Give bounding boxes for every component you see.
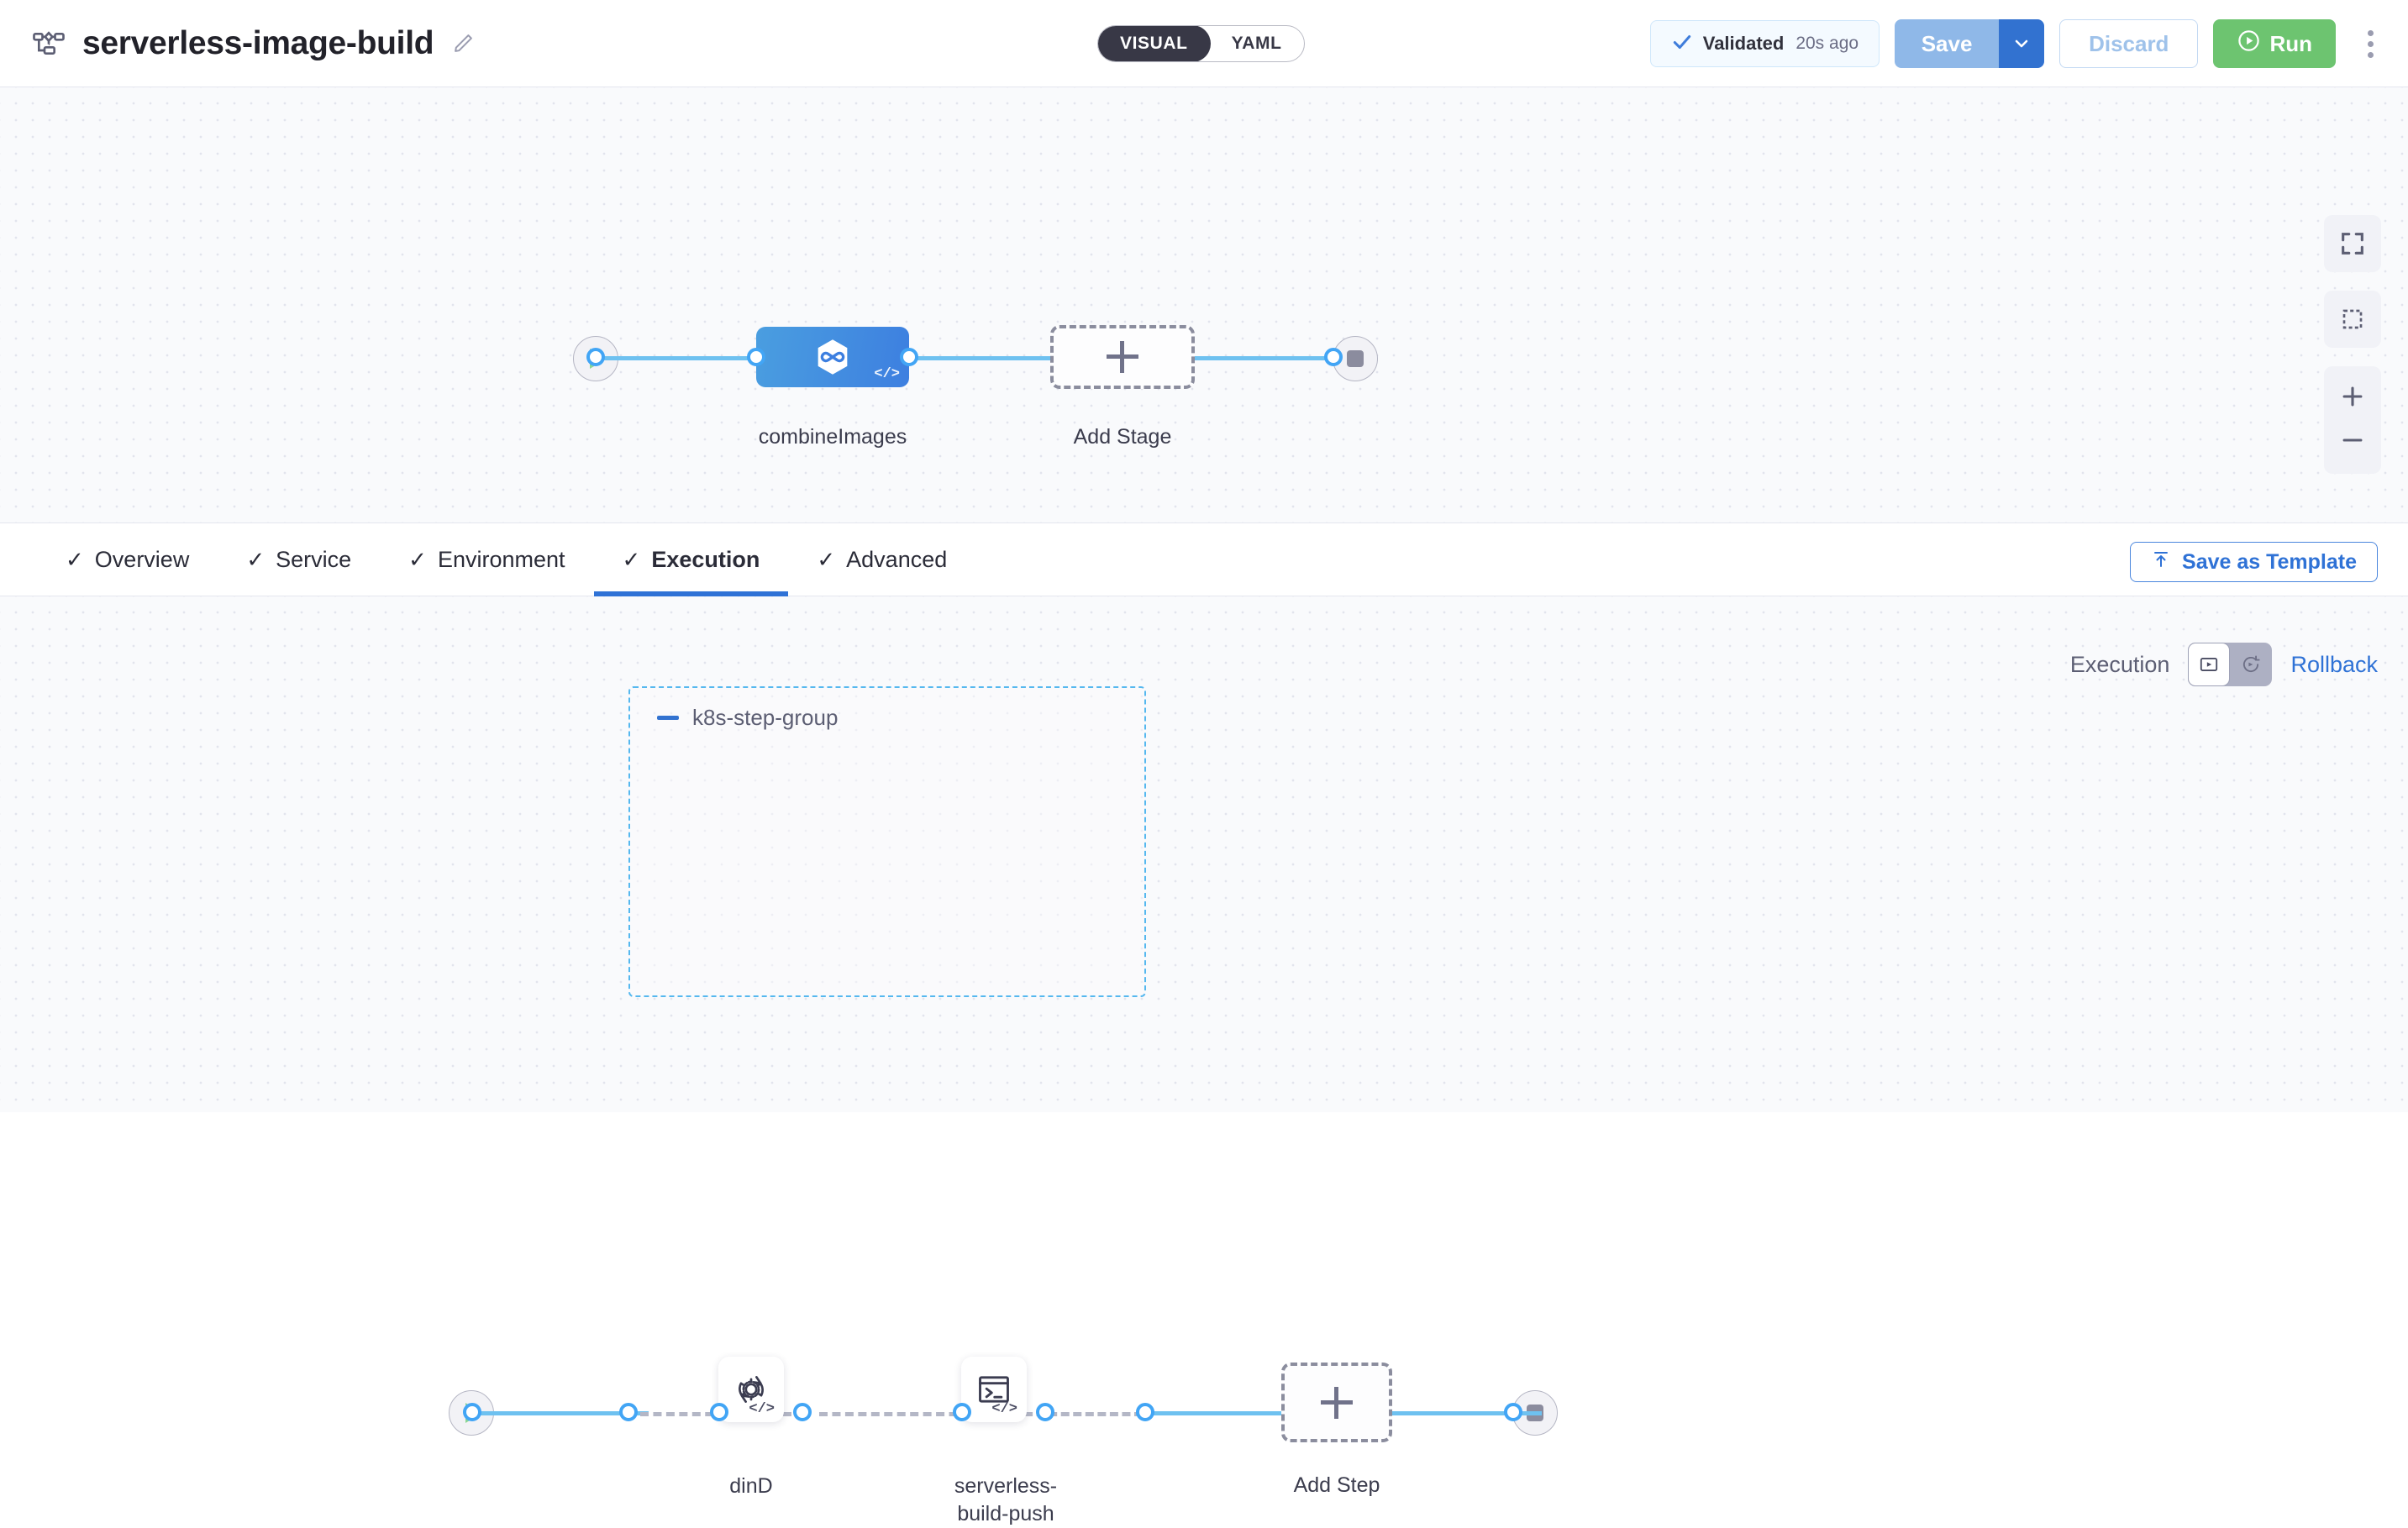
step-group-title: k8s-step-group [692,705,839,730]
header-left: serverless-image-build [0,25,477,62]
end-input-port[interactable] [1324,348,1343,366]
edge-group-to-add-step [1136,1411,1283,1415]
edge-dind-to-serverless [819,1412,970,1416]
run-button[interactable]: Run [2213,19,2336,68]
save-button-group[interactable]: Save [1895,19,2045,68]
stage-output-port[interactable] [900,348,918,366]
toggle-option-yaml[interactable]: YAML [1231,34,1282,53]
check-icon: ✓ [408,547,427,572]
marquee-select-icon[interactable] [2324,291,2381,348]
step-label-line1: serverless- [954,1474,1058,1498]
header-actions: Validated 20s ago Save Discard Run [1649,0,2390,87]
plus-icon [1107,341,1138,373]
plus-icon [1321,1386,1353,1419]
tab-environment[interactable]: ✓ Environment [380,522,593,596]
add-stage-node[interactable] [1050,325,1195,389]
toggle-rollback[interactable] [2230,643,2272,686]
validated-label: Validated [1702,33,1785,54]
stage-tab-bar: ✓ Overview ✓ Service ✓ Environment ✓ Exe… [0,522,2408,596]
step-label-serverless-build-push: serverless- build-push [912,1473,1099,1528]
status-badge-validated: Validated 20s ago [1649,20,1880,67]
tab-label: Advanced [846,546,948,572]
discard-button[interactable]: Discard [2059,19,2199,68]
step-start-output-port[interactable] [463,1403,481,1421]
stage-canvas-controls [2324,215,2381,474]
visual-yaml-toggle[interactable]: VISUAL YAML [1097,25,1305,62]
run-label: Run [2269,30,2312,56]
check-icon: ✓ [246,547,266,572]
pencil-edit-icon[interactable] [449,29,477,58]
toggle-execution[interactable] [2188,643,2231,686]
stop-end-icon [1347,350,1364,367]
step-label-line2: build-push [957,1502,1054,1525]
step-group-k8s[interactable]: k8s-step-group [628,686,1146,997]
stage-canvas[interactable]: </> combineImages Add Stage [0,87,2408,522]
execution-label: Execution [2069,651,2170,677]
edge-add-to-end [1193,356,1336,360]
tab-list: ✓ Overview ✓ Service ✓ Environment ✓ Exe… [0,522,975,596]
edge-stage-to-add [907,356,1054,360]
edge-start-to-stage [598,356,758,360]
step-label-dind: dinD [729,1474,773,1498]
fit-screen-icon[interactable] [2324,215,2381,272]
zoom-out-icon[interactable] [2338,426,2367,459]
rollback-circular-arrow-icon [2243,655,2261,672]
tab-advanced[interactable]: ✓ Advanced [788,522,975,596]
ci-hexagon-infinity-icon [818,339,848,375]
save-as-template-button[interactable]: Save as Template [2130,542,2378,582]
tab-label: Environment [437,546,565,572]
tab-execution[interactable]: ✓ Execution [593,522,789,596]
zoom-in-icon[interactable] [2338,382,2367,415]
step-code-badge: </> [991,1401,1017,1417]
zoom-controls [2324,366,2381,474]
group-input-port[interactable] [619,1403,638,1421]
kebab-menu-icon[interactable] [2351,19,2390,68]
dind-input-port[interactable] [710,1403,728,1421]
execution-rollback-switch-row: Execution Rollback [2070,643,2378,686]
serverless-input-port[interactable] [953,1403,971,1421]
execution-canvas[interactable]: Execution Rollback k8s-step-group [0,596,2408,1525]
chevron-down-icon[interactable] [1999,19,2045,68]
rollback-label[interactable]: Rollback [2290,651,2378,677]
add-step-node[interactable] [1281,1363,1392,1442]
validated-timestamp: 20s ago [1795,34,1859,53]
add-stage-label: Add Stage [1073,425,1172,449]
app-header: serverless-image-build VISUAL YAML Valid… [0,0,2408,87]
tab-overview[interactable]: ✓ Overview [37,522,218,596]
check-icon: ✓ [622,547,641,572]
save-as-template-label: Save as Template [2182,549,2357,574]
tab-label: Execution [651,546,760,572]
minus-collapse-icon[interactable] [657,716,679,720]
serverless-output-port[interactable] [1036,1403,1054,1421]
template-upload-icon [2151,549,2171,575]
tab-label: Service [276,546,352,572]
tab-service[interactable]: ✓ Service [218,522,380,596]
check-icon [1671,31,1693,56]
step-end-input-port[interactable] [1504,1403,1522,1421]
execution-rollback-toggle[interactable] [2188,643,2273,686]
stage-label-combineimages: combineImages [758,425,907,449]
check-icon: ✓ [817,547,836,572]
play-circle-icon [2237,29,2261,59]
step-group-header: k8s-step-group [657,705,838,731]
execution-play-frame-icon [2200,658,2218,671]
pipeline-flow-icon [30,25,67,62]
start-output-port[interactable] [586,348,605,366]
check-icon: ✓ [66,547,84,572]
add-step-label: Add Step [1293,1473,1380,1497]
save-button[interactable]: Save [1895,19,2000,68]
tab-label: Overview [94,546,190,572]
dind-output-port[interactable] [793,1403,812,1421]
toggle-option-visual[interactable]: VISUAL [1097,26,1211,61]
stage-input-port[interactable] [747,348,765,366]
stage-node-combineimages[interactable]: </> [756,327,909,387]
group-output-port[interactable] [1136,1403,1154,1421]
stage-code-badge: </> [874,366,900,382]
page-title: serverless-image-build [82,24,434,61]
step-code-badge: </> [749,1401,775,1417]
